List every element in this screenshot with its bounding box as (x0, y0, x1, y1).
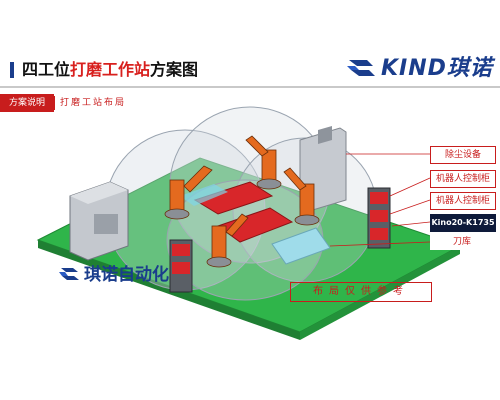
dust-collector-vent (318, 126, 332, 144)
tool-area-left (180, 184, 228, 206)
watermark-text: 琪诺自动化 (84, 265, 169, 285)
callout-dust-collector: 除尘设备 (430, 146, 496, 164)
callout-line-controller-1 (389, 177, 431, 197)
brand-logo: KIND琪诺 (345, 52, 495, 86)
robot-controller-cabinets (367, 187, 391, 249)
machine-cabinet-left-top (70, 182, 128, 204)
logo-text: KIND琪诺 (381, 56, 493, 81)
work-table-front (216, 207, 294, 243)
section-tab-label: 方案说明 (0, 94, 54, 112)
machine-cabinet-left-panel (94, 214, 118, 234)
header-divider (0, 86, 500, 88)
callout-line-tool (329, 241, 431, 247)
title-accent-bar (10, 62, 14, 78)
title-part-3: 方案图 (150, 60, 199, 79)
title-part-1: 四工位 (22, 60, 71, 79)
brand-watermark: 琪诺自动化 (58, 262, 188, 288)
title-part-2: 打磨工作站 (70, 60, 151, 79)
callout-robot-controller-2: 机器人控制柜 (430, 192, 496, 210)
page-title-text: 四工位打磨工作站方案图 (22, 58, 198, 82)
robot-back (245, 135, 282, 190)
tool-magazine-box (271, 227, 331, 265)
callout-line-model (391, 221, 431, 227)
kino-s-watermark-icon (59, 268, 79, 280)
work-table-back (193, 181, 274, 215)
callout-robot-controller-1: 机器人控制柜 (430, 170, 496, 188)
callout-line-controller-2 (389, 199, 431, 215)
callout-model-number: Kino20-K1735 (430, 214, 496, 232)
layout-reference-stamp: 布局仅供参考 (290, 282, 432, 302)
robot-front (206, 213, 249, 268)
floor-side-right (300, 246, 460, 340)
robot-left (164, 165, 213, 220)
robot-right (283, 167, 320, 226)
callout-tool-magazine: 刀库 (430, 234, 494, 250)
kino-s-logo-icon (347, 60, 375, 76)
floor-side-front (38, 240, 300, 340)
robot-controller-front (169, 239, 193, 293)
section-subtitle: 打磨工站布局 (60, 98, 127, 108)
section-separator (54, 96, 55, 110)
